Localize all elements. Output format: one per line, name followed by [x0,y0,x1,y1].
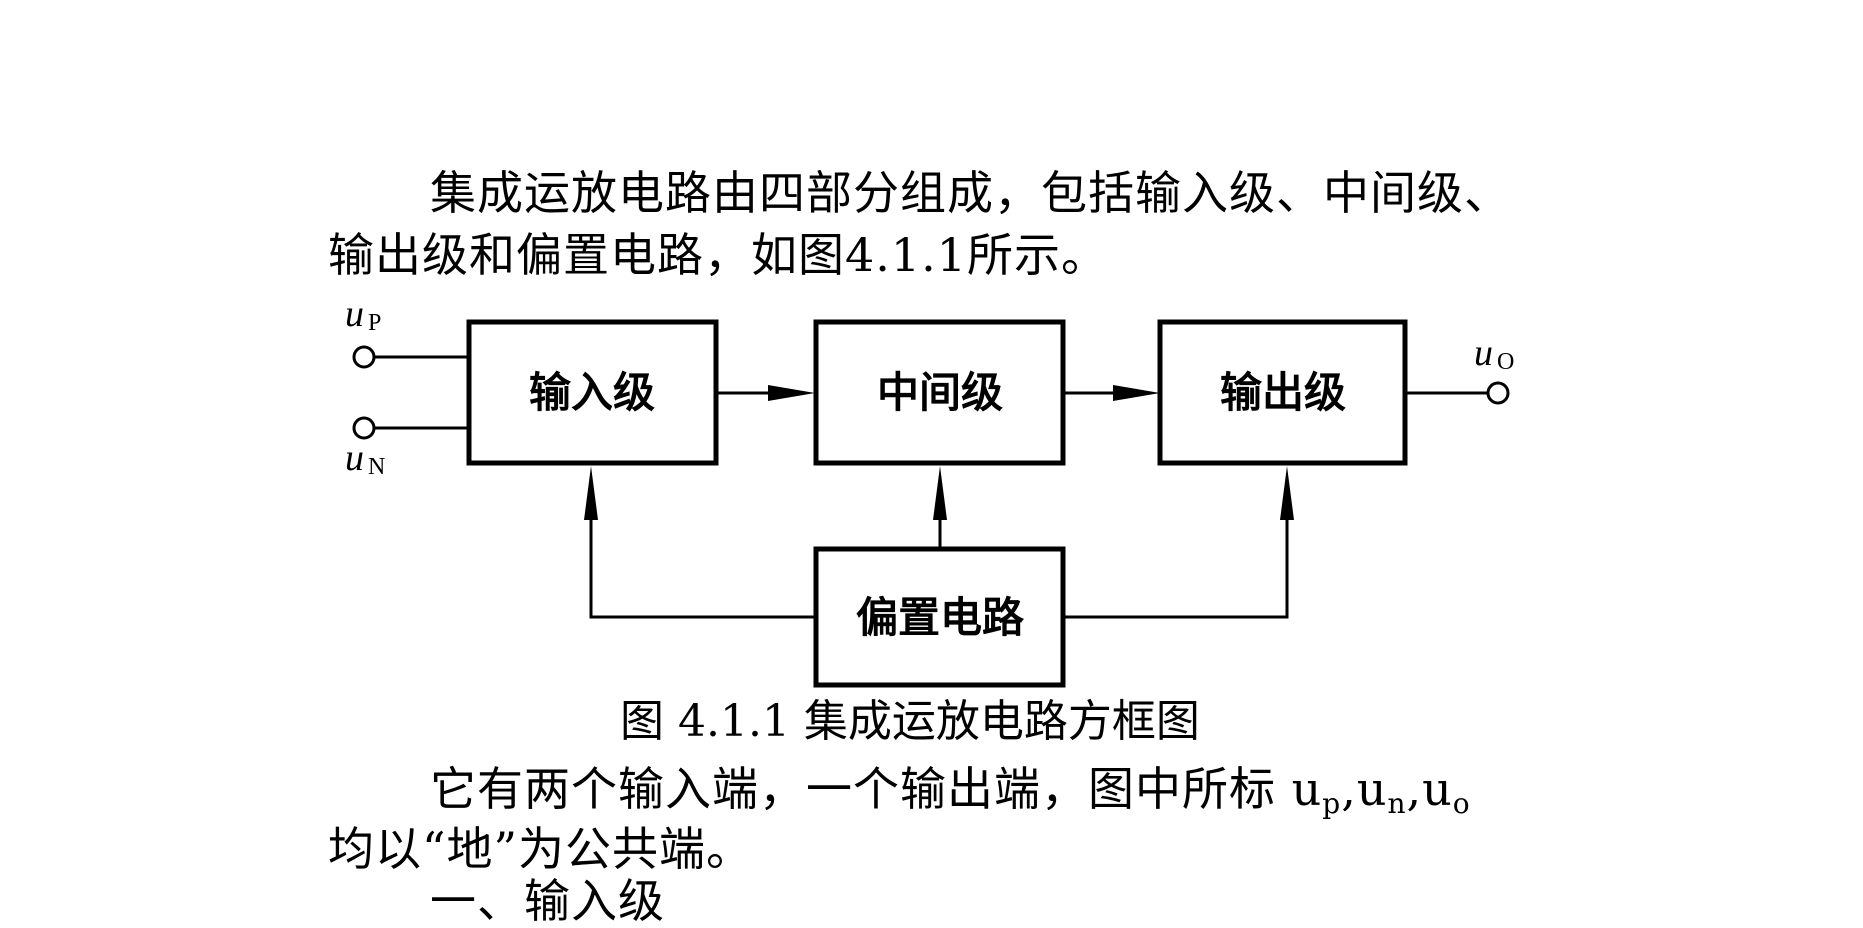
middle-stage-label: 中间级 [877,368,1003,417]
bias-to-middle-arrowhead [933,466,947,520]
input-to-middle-arrowhead [768,385,815,401]
input-stage-label: 输入级 [529,368,655,417]
up-label-sub: P [368,310,381,336]
paragraph-2-line-2: 均以“地”为公共端。 [328,822,754,876]
symbol-u-n: u [1356,762,1388,816]
symbol-separator-1: , [1341,762,1357,816]
uo-terminal [1486,381,1510,405]
paragraph-1-line-2: 输出级和偏置电路，如图4.1.1所示。 [328,228,1109,282]
symbol-separator-2: , [1406,762,1423,816]
un-terminal [352,416,376,440]
middle-stage-block [813,319,1066,466]
bias-to-output-arrowhead [1280,466,1294,520]
output-stage-block [1157,319,1408,466]
paragraph-1-line-1: 集成运放电路由四部分组成，包括输入级、中间级、 [430,166,1511,220]
figure-caption: 图 4.1.1 集成运放电路方框图 [620,696,1200,747]
uo-label-main: u [1474,332,1493,374]
middle-to-output-arrowhead [1113,385,1160,401]
output-stage-label: 输出级 [1220,368,1346,417]
bias-circuit-label: 偏置电路 [856,593,1025,642]
un-label-sub: N [368,454,385,480]
un-label-main: u [345,437,364,479]
bias-circuit-block [813,546,1066,688]
uo-label-sub: O [1497,349,1514,375]
input-stage-block [466,319,719,466]
up-label-main: u [345,293,364,335]
symbol-u-n-subscript: n [1387,787,1407,820]
symbol-u-p-subscript: p [1322,787,1342,820]
bias-to-input-wire [589,495,816,619]
bias-to-output-wire [1063,495,1289,619]
section-heading: 一、输入级 [430,874,665,928]
symbol-u-p: u [1291,762,1323,816]
symbol-u-o-subscript: o [1452,787,1471,820]
paragraph-2-line-1: 它有两个输入端，一个输出端，图中所标 up,un,uo [430,766,1471,818]
bias-to-input-arrowhead [584,466,598,520]
up-terminal [352,345,376,369]
symbol-u-o: u [1422,762,1453,816]
paragraph-2-text: 它有两个输入端，一个输出端，图中所标 [430,762,1292,816]
